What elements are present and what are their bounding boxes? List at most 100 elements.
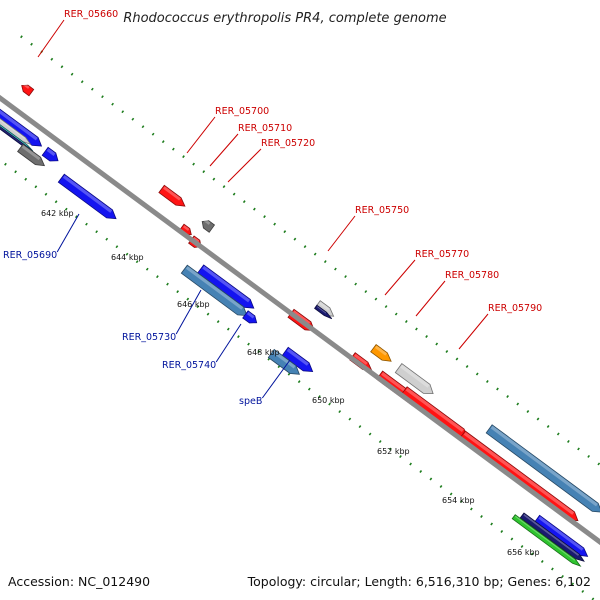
gene-feature-shape[interactable]: [180, 264, 248, 317]
gene-callout-top[interactable]: RER_05720: [227, 138, 315, 183]
gene-callout-bottom[interactable]: RER_05740: [162, 323, 242, 371]
gene-feature[interactable]: [0, 111, 32, 145]
gene-feature[interactable]: [281, 346, 314, 373]
map-title: Rhodococcus erythropolis PR4, complete g…: [123, 11, 446, 26]
kbp-tick-label: 644 kbp: [111, 253, 144, 262]
gene-feature-shape[interactable]: [242, 310, 258, 324]
gene-feature-highlight: [246, 311, 255, 319]
gene-label[interactable]: RER_05770: [415, 249, 469, 260]
gene-feature-shape[interactable]: [41, 146, 59, 162]
gene-feature[interactable]: [158, 184, 186, 207]
gene-feature[interactable]: [400, 386, 469, 439]
gene-feature-shape[interactable]: [201, 220, 216, 233]
gene-feature[interactable]: [314, 304, 333, 320]
callout-leader-line: [384, 259, 416, 296]
gene-feature-shape[interactable]: [17, 143, 46, 167]
kbp-tick-label: 652 kbp: [377, 447, 410, 456]
gene-features: [0, 83, 600, 567]
gene-feature-shape[interactable]: [511, 514, 582, 567]
kbp-tick-label: 646 kbp: [177, 300, 210, 309]
gene-feature-highlight: [21, 145, 41, 161]
gene-label[interactable]: RER_05790: [488, 303, 542, 314]
kbp-tick-label: 656 kbp: [507, 548, 540, 557]
gene-feature-shape[interactable]: [519, 512, 585, 562]
gene-callout-top[interactable]: RER_05710: [209, 123, 292, 167]
gene-feature-shape[interactable]: [158, 184, 186, 207]
gene-feature-highlight: [0, 119, 26, 139]
gene-feature[interactable]: [370, 344, 392, 362]
gene-callout-top[interactable]: RER_05700: [186, 106, 269, 154]
gene-label[interactable]: RER_05710: [238, 123, 292, 134]
gene-feature-highlight: [0, 127, 30, 150]
callout-leader-line: [186, 116, 216, 154]
gene-feature[interactable]: [242, 310, 258, 324]
gene-feature-highlight: [490, 425, 598, 507]
gene-feature-highlight: [405, 387, 464, 432]
gene-callout-top[interactable]: RER_05790: [458, 303, 542, 350]
gene-label[interactable]: RER_05750: [355, 205, 409, 216]
gene-feature-highlight: [202, 265, 250, 303]
gene-feature-shape[interactable]: [370, 344, 392, 362]
gene-callout-bottom[interactable]: RER_05690: [3, 213, 80, 261]
gene-callout-top[interactable]: RER_05780: [415, 270, 499, 317]
gene-feature-shape[interactable]: [400, 386, 469, 439]
gene-callout-bottom[interactable]: speB: [239, 359, 291, 407]
gene-label[interactable]: RER_05720: [261, 138, 315, 149]
gene-feature[interactable]: [201, 218, 216, 233]
gene-feature[interactable]: [519, 512, 585, 562]
gene-feature[interactable]: [511, 514, 582, 567]
gene-feature[interactable]: [17, 143, 46, 167]
gene-feature-highlight: [62, 175, 113, 213]
gene-feature[interactable]: [197, 264, 255, 309]
gene-feature[interactable]: [267, 348, 301, 375]
gene-callout-bottom[interactable]: RER_05730: [122, 289, 202, 343]
gene-feature[interactable]: [21, 83, 35, 97]
gene-callout-top[interactable]: RER_05770: [384, 249, 469, 296]
gene-feature[interactable]: [57, 173, 117, 220]
gene-feature-shape[interactable]: [314, 304, 333, 320]
gene-feature-shape[interactable]: [0, 105, 43, 147]
kbp-tick-label: 650 kbp: [312, 396, 345, 405]
genome-backbone: [0, 94, 600, 546]
gene-feature-highlight: [272, 350, 296, 369]
gene-label[interactable]: RER_05660: [64, 9, 118, 20]
gene-label[interactable]: RER_05740: [162, 360, 216, 371]
gene-label[interactable]: RER_05780: [445, 270, 499, 281]
gene-feature-shape[interactable]: [0, 111, 32, 145]
gene-feature-shape[interactable]: [281, 346, 314, 373]
kbp-tick-label: 648 kbp: [247, 348, 280, 357]
gene-feature-shape[interactable]: [197, 264, 255, 309]
gene-feature-shape[interactable]: [57, 173, 117, 220]
gene-feature[interactable]: [180, 264, 248, 317]
gene-feature-highlight: [319, 301, 330, 311]
callout-leader-line: [175, 289, 202, 335]
gene-feature[interactable]: [0, 105, 43, 147]
kbp-tick-label: 642 kbp: [41, 209, 74, 218]
gene-feature-shape[interactable]: [267, 348, 301, 375]
gene-feature-shape[interactable]: [485, 424, 600, 513]
gene-callouts: RER_05660RER_05700RER_05710RER_05720RER_…: [3, 9, 542, 407]
callout-leader-line: [227, 148, 262, 183]
callout-leader-line: [261, 359, 291, 399]
gene-label[interactable]: RER_05700: [215, 106, 269, 117]
kbp-tick-label: 654 kbp: [442, 496, 475, 505]
gene-feature-shape[interactable]: [394, 363, 434, 395]
gene-feature-highlight: [286, 348, 309, 366]
gene-label[interactable]: RER_05730: [122, 332, 176, 343]
gene-feature-shape[interactable]: [21, 84, 35, 97]
callout-leader-line: [458, 313, 489, 350]
gene-callout-top[interactable]: RER_05660: [37, 9, 118, 58]
genome-summary-text: Topology: circular; Length: 6,516,310 bp…: [247, 574, 591, 589]
gene-feature-highlight: [374, 345, 388, 356]
gene-feature[interactable]: [485, 424, 600, 513]
gene-feature-highlight: [538, 516, 584, 551]
gene-label[interactable]: RER_05690: [3, 250, 57, 261]
gene-feature[interactable]: [394, 363, 434, 395]
callout-leader-line: [415, 280, 446, 317]
gene-label[interactable]: speB: [239, 396, 262, 407]
gene-feature-highlight: [203, 218, 211, 225]
gene-feature[interactable]: [41, 146, 59, 162]
gene-callout-top[interactable]: RER_05750: [327, 205, 409, 252]
gene-feature-highlight: [353, 353, 368, 365]
